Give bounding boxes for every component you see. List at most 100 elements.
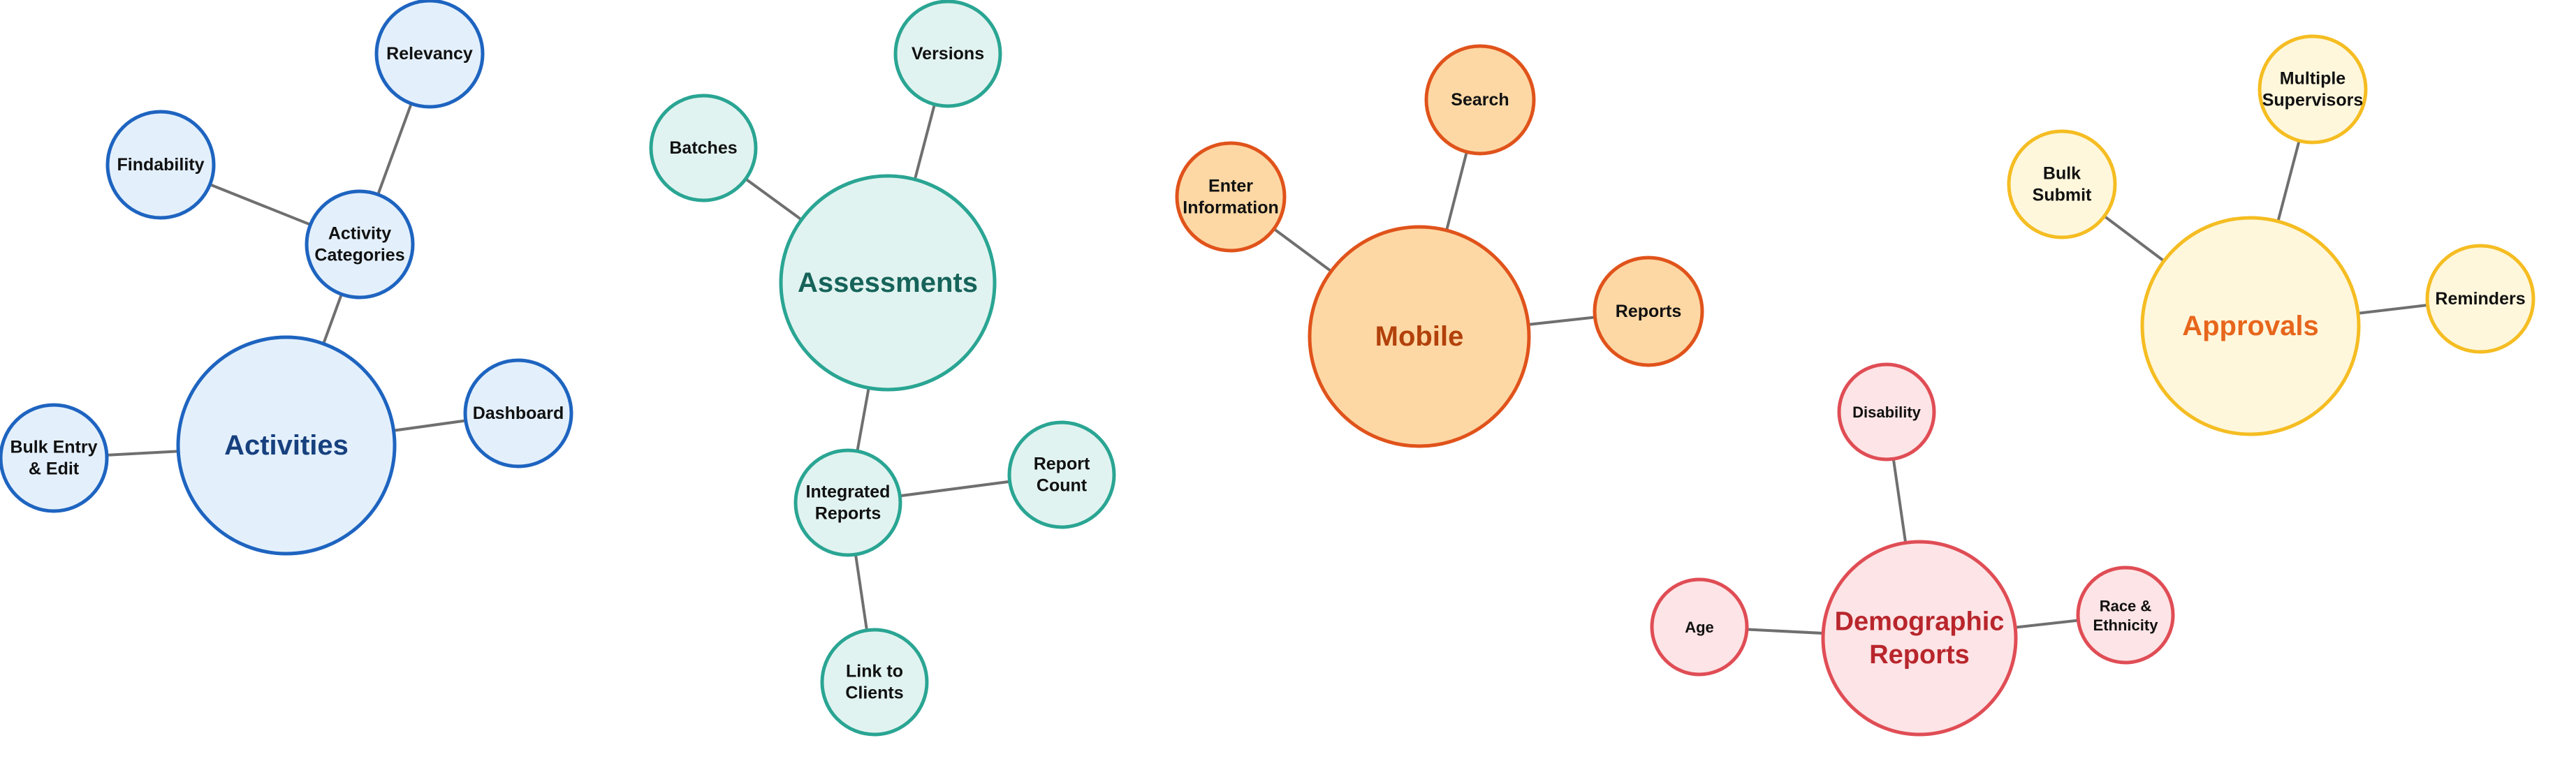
node-label-line: Activities [224,430,349,461]
node-label-search: Search [1451,90,1509,110]
node-label-line: Versions [912,44,984,64]
node-activities: Activities [176,335,397,556]
node-circle-reminders [2425,244,2535,354]
node-label-line: Age [1685,619,1714,636]
node-mobile: Mobile [1308,225,1531,448]
node-label-line: Batches [669,138,737,158]
node-label-line: Enter [1208,176,1253,195]
node-label-line: Demographic [1835,607,2005,636]
node-label-disability: Disability [1852,404,1922,421]
node-label-line: Supervisors [2262,91,2364,110]
node-batches: Batches [649,94,758,202]
node-label-line: Multiple [2280,68,2346,88]
node-label-line: Ethnicity [2093,616,2159,633]
node-versions: Versions [893,0,1002,108]
node-circle-activities [176,335,397,556]
node-label-batches: Batches [669,138,737,158]
node-circle-enter-information [1175,141,1287,253]
node-circle-demographic-reports [1821,540,2018,737]
node-circle-mobile [1308,225,1531,448]
node-label-line: Search [1451,90,1509,110]
node-label-line: Integrated [806,482,891,501]
node-label-line: Approvals [2182,311,2319,341]
node-label-mobile: Mobile [1375,321,1464,352]
node-circle-disability [1837,362,1936,461]
node-circle-versions [893,0,1002,108]
node-label-line: & Edit [29,459,80,479]
node-circle-dashboard [463,358,573,468]
node-label-line: Disability [1852,404,1922,421]
node-reminders: Reminders [2425,244,2535,354]
node-circle-bulk-entry-edit [0,403,109,513]
node-circle-race-ethnicity [2076,566,2175,665]
node-label-line: Mobile [1375,321,1464,352]
node-circle-batches [649,94,758,202]
node-label-line: Findability [117,155,205,175]
node-circle-approvals [2140,216,2361,436]
node-label-approvals: Approvals [2182,311,2319,341]
node-findability: Findability [105,110,216,220]
node-label-line: Link to [846,661,903,681]
node-circle-assessments [779,174,997,392]
node-label-line: Categories [314,246,404,265]
node-race-ethnicity: Race & Ethnicity [2076,566,2175,665]
node-circle-findability [105,110,216,220]
node-label-line: Assessments [798,267,978,298]
node-circle-link-to-clients [820,628,929,737]
node-label-age: Age [1685,619,1714,636]
node-search: Search [1424,44,1536,156]
node-reports: Reports [1593,256,1704,367]
node-disability: Disability [1837,362,1936,461]
node-label-line: Information [1183,198,1279,218]
node-label-line: Bulk [2043,163,2081,183]
node-label-line: Race & [2100,597,2152,614]
node-label-line: Reports [1869,640,1970,670]
node-age: Age [1650,577,1749,677]
node-label-race-ethnicity: Race & Ethnicity [2093,597,2159,634]
node-label-line: Dashboard [473,404,564,423]
node-dashboard: Dashboard [463,358,573,468]
node-label-line: Relevancy [386,44,473,64]
node-label-line: Bulk Entry [10,437,97,457]
node-circle-integrated-reports [793,448,902,557]
node-circle-multiple-supervisors [2257,34,2368,145]
node-label-line: Submit [2033,186,2092,205]
node-label-relevancy: Relevancy [386,44,473,64]
node-bulk-entry-edit: Bulk Entry& Edit [0,403,109,513]
node-assessments: Assessments [779,174,997,392]
node-label-versions: Versions [912,44,984,64]
node-label-line: Count [1037,476,1088,496]
node-label-assessments: Assessments [798,267,978,298]
node-label-bulk-entry-edit: Bulk Entry& Edit [10,437,97,478]
node-circle-reports [1593,256,1704,367]
node-label-reports: Reports [1616,302,1681,321]
node-label-dashboard: Dashboard [473,404,564,423]
node-label-activities: Activities [224,430,349,461]
node-label-reminders: Reminders [2435,289,2525,309]
node-circle-bulk-submit [2007,129,2117,239]
node-approvals: Approvals [2140,216,2361,436]
